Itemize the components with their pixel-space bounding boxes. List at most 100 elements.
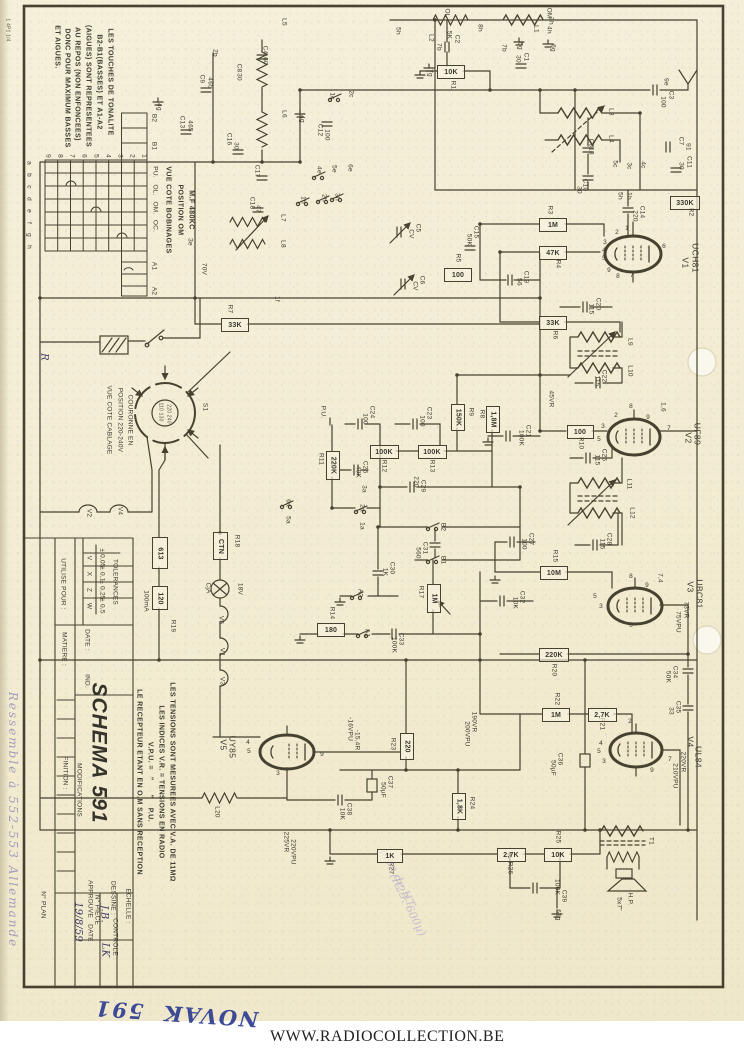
schematic-label: OL. xyxy=(151,184,159,196)
schematic-label: 91 xyxy=(684,143,692,151)
schematic-label: LES TENSIONS SONT MESUREES AVEC V.A. DE … xyxy=(168,682,176,882)
component-value-box: 220K xyxy=(326,450,340,480)
schematic-label: PU. xyxy=(151,166,159,178)
schematic-label: 7 xyxy=(667,424,671,432)
schematic-label: L10 xyxy=(626,365,634,377)
schematic-label: 4h xyxy=(545,26,553,34)
schematic-label: L9 xyxy=(626,338,634,346)
schematic-label: L4 xyxy=(607,135,615,143)
schematic-label: A1 xyxy=(363,628,371,638)
component-value-box: 2,7K xyxy=(587,708,617,722)
wire-layer xyxy=(22,4,725,989)
schematic-label: 100K xyxy=(390,637,398,653)
schematic-label: UL84 xyxy=(693,746,704,768)
schematic-label: L7 xyxy=(279,214,287,222)
schematic-label: 7 xyxy=(68,154,76,158)
schematic-label: SCHEMA 591 xyxy=(87,682,111,824)
component-value-box: 100K xyxy=(369,445,399,459)
schematic-label: R5 xyxy=(454,253,462,263)
component-value-box: CTN xyxy=(212,532,228,560)
schematic-label: V xyxy=(85,555,93,561)
schematic-label: -15,4R xyxy=(353,729,361,751)
schematic-label: S1 xyxy=(201,402,209,412)
schematic-label: 18V xyxy=(236,582,244,596)
schematic-label: P.U. xyxy=(319,405,327,419)
schematic-label: 7b xyxy=(435,43,443,51)
schematic-label: 1h xyxy=(299,196,307,204)
component-value-box: 10K xyxy=(544,848,572,862)
schematic-label: 6a xyxy=(284,499,292,507)
schematic-label: ± 0,05 xyxy=(98,548,106,568)
component-value-box: 330K xyxy=(670,196,700,210)
schematic-label: 7,4 xyxy=(656,573,664,583)
schematic-label: A1 xyxy=(150,261,158,271)
schematic-label: 8h xyxy=(476,24,484,32)
schematic-label: C28 xyxy=(605,532,613,546)
schematic-label: 8 xyxy=(629,402,633,410)
schematic-label: L11 xyxy=(625,478,633,490)
schematic-label: R24 xyxy=(468,796,476,810)
schematic-label: 30 xyxy=(232,142,240,150)
schematic-label: 4 xyxy=(602,246,606,254)
schematic-label: 18 xyxy=(587,147,595,155)
schematic-label: UBC81 xyxy=(694,579,705,609)
schematic-label: C4 xyxy=(261,45,269,55)
schematic-label: 10K xyxy=(511,596,519,610)
schematic-label: 5x7" xyxy=(615,897,623,911)
component-value-box: 220K xyxy=(539,648,569,662)
schematic-label: R17 xyxy=(417,585,425,599)
schematic-label: 220VR xyxy=(679,751,687,773)
schematic-label: 33 xyxy=(667,707,675,715)
schematic-label: 115 xyxy=(587,303,595,315)
schematic-label: C17 xyxy=(253,164,261,178)
schematic-label: L1 xyxy=(532,25,540,33)
schematic-label: C36 xyxy=(556,752,564,766)
schematic-label: C8 xyxy=(235,63,243,73)
schematic-label: 2h xyxy=(320,194,328,202)
schematic-label: 4 xyxy=(104,154,112,158)
schematic-label: R4 xyxy=(554,259,562,269)
schematic-label: 1K xyxy=(381,567,389,577)
footer-url: WWW.RADIOCOLLECTION.BE xyxy=(270,1028,505,1045)
schematic-label: 7b xyxy=(500,44,508,52)
schematic-label: B2 xyxy=(439,522,447,532)
schematic-label: 75VPU xyxy=(674,611,682,633)
schematic-label: C37 xyxy=(386,775,394,789)
schematic-label: VUE COTE BOBINAGES xyxy=(164,166,172,254)
schematic-label: 1a xyxy=(358,522,366,530)
schematic-label: CjA xyxy=(204,582,212,594)
schematic-label: LE RECEPTEUR ETANT EN O.M SANS RECEPTION xyxy=(135,689,143,875)
schematic-label: DATE xyxy=(86,924,94,942)
schematic-label: 5 xyxy=(247,747,251,755)
schematic-label: 73VR xyxy=(682,601,690,619)
schematic-label: 5h xyxy=(394,27,402,35)
schematic-label: C22 xyxy=(600,369,608,383)
schematic-label: V5 xyxy=(217,615,225,625)
schematic-label: 100 xyxy=(659,96,667,108)
schematic-label: 2b xyxy=(211,49,219,57)
component-value-box: 1M xyxy=(542,708,570,722)
schematic-label: V2 xyxy=(85,508,93,518)
schematic-label: 220 xyxy=(631,210,639,222)
schematic-label: R18 xyxy=(233,534,241,548)
component-value-box: 180 xyxy=(317,623,345,637)
schematic-label: ± 0,25 xyxy=(98,580,106,600)
schematic-label: 19/8/59 xyxy=(72,902,84,942)
schematic-label: C31 xyxy=(421,541,429,555)
schematic-label: 45VR xyxy=(547,390,555,408)
component-value-box: 10K xyxy=(437,65,465,79)
schematic-label: 100 xyxy=(418,415,426,427)
schematic-label: d xyxy=(25,197,33,201)
component-value-box: 10M xyxy=(540,566,568,580)
schematic-label: 9 xyxy=(44,154,52,158)
schematic-label: C11 xyxy=(685,155,693,169)
schematic-label: 100mA xyxy=(142,590,150,612)
schematic-label: C35 xyxy=(674,700,682,714)
schematic-label: 9 xyxy=(607,266,611,274)
schematic-label: 8 xyxy=(56,154,64,158)
schematic-label: 100K xyxy=(553,879,561,895)
schematic-label: 115 xyxy=(593,375,601,387)
schematic-label: POSITION 220-240V xyxy=(116,387,124,453)
